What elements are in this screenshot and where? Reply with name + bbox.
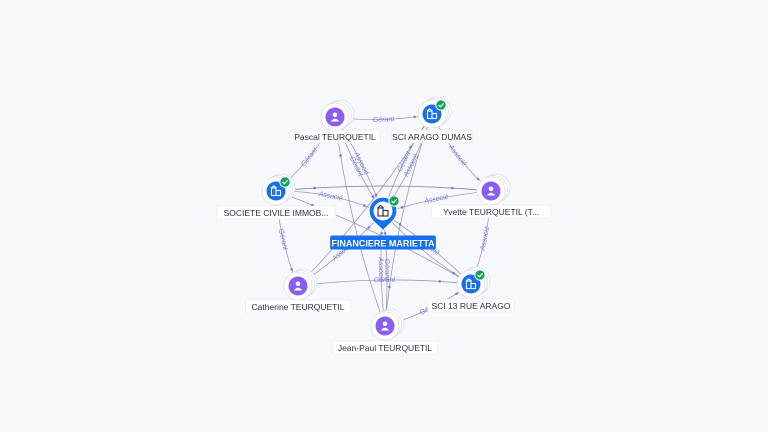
- node-label-box: [289, 129, 381, 144]
- verified-check-icon: [474, 269, 486, 281]
- person-icon: [330, 112, 340, 122]
- node-label-box: [215, 205, 337, 220]
- edge-arrow: [476, 177, 480, 181]
- graph-node-jeanpaul[interactable]: Jean-Paul TEURQUETIL: [332, 308, 438, 355]
- building-icon: [270, 185, 282, 197]
- node-label-box: [430, 204, 552, 219]
- verified-check-icon: [435, 99, 447, 111]
- graph-node-sci13[interactable]: SCI 13 RUE ARAGO: [427, 266, 515, 313]
- edge[interactable]: Associé: [431, 113, 492, 192]
- node-label: SCI 13 RUE ARAGO: [432, 301, 511, 311]
- building-icon: [426, 108, 438, 120]
- node-label-box: [390, 129, 473, 144]
- edge-label: Associé: [317, 191, 344, 203]
- edge[interactable]: Gérant: [297, 277, 472, 287]
- edge-line: [297, 279, 472, 287]
- edge-label: Associé: [479, 226, 491, 253]
- edge-arrow: [451, 186, 454, 190]
- edge-label: Gérant: [373, 116, 396, 124]
- central-node-label: FINANCIERE MARIETTA: [331, 239, 435, 249]
- edge-label: Associé: [377, 256, 384, 282]
- edge-line: [275, 190, 472, 285]
- nodes-layer: Pascal TEURQUETIL SCI ARAGO DUMAS Yvette T…: [215, 96, 552, 355]
- person-icon: [380, 321, 390, 331]
- node-label-box: [245, 299, 351, 314]
- edge-arrow: [290, 268, 294, 271]
- edge-arrow: [388, 285, 391, 289]
- verified-check-icon: [279, 176, 291, 188]
- edge-label: Gérant: [277, 228, 289, 251]
- person-icon: [293, 281, 303, 291]
- edge-arrow: [383, 232, 387, 235]
- building-icon: [465, 278, 477, 290]
- node-label: Yvette TEURQUETIL (T...: [443, 207, 539, 217]
- edge-label: Gérant: [374, 277, 397, 284]
- edge-arrow: [438, 280, 442, 283]
- node-label: Pascal TEURQUETIL: [294, 132, 376, 142]
- person-icon: [486, 186, 496, 196]
- node-label-box: [427, 298, 515, 313]
- node-label: SOCIETE CIVILE IMMOB...: [224, 208, 329, 218]
- edge-arrow: [367, 226, 371, 229]
- edge[interactable]: [275, 185, 492, 192]
- edge-label: Associé: [423, 194, 449, 206]
- edge-arrow: [413, 115, 416, 119]
- graph-node-yvette[interactable]: Yvette TEURQUETIL (T...: [430, 173, 552, 219]
- edge-arrow: [452, 271, 455, 275]
- node-label: Catherine TEURQUETIL: [252, 302, 345, 312]
- edge-line: [431, 113, 492, 192]
- edge-line: [275, 185, 492, 192]
- central-label-box: [330, 235, 436, 250]
- node-label: Jean-Paul TEURQUETIL: [338, 343, 433, 353]
- edge-label: Associé: [446, 143, 467, 168]
- graph-node-arago_dumas[interactable]: SCI ARAGO DUMAS: [390, 96, 473, 144]
- edge-arrow: [455, 292, 458, 295]
- building-icon: [377, 204, 389, 217]
- node-label-box: [332, 340, 438, 355]
- edge-arrow: [380, 232, 383, 235]
- edge-label: Gérant: [300, 146, 319, 168]
- edge-arrow: [339, 154, 342, 157]
- graph-node-pascal[interactable]: Pascal TEURQUETIL: [289, 99, 381, 144]
- edge-arrow: [400, 206, 404, 209]
- edge-label: Gérant: [383, 259, 390, 282]
- graph-node-sci_immob[interactable]: SOCIETE CIVILE IMMOB...: [215, 173, 337, 220]
- edge-arrow: [371, 195, 375, 198]
- central-node[interactable]: FINANCIERE MARIETTA: [330, 195, 436, 250]
- node-label: SCI ARAGO DUMAS: [392, 132, 472, 142]
- graph-node-catherine[interactable]: Catherine TEURQUETIL: [245, 268, 351, 314]
- verified-check-icon: [388, 195, 400, 207]
- edge-arrow: [398, 223, 402, 226]
- edge-arrow: [363, 204, 366, 207]
